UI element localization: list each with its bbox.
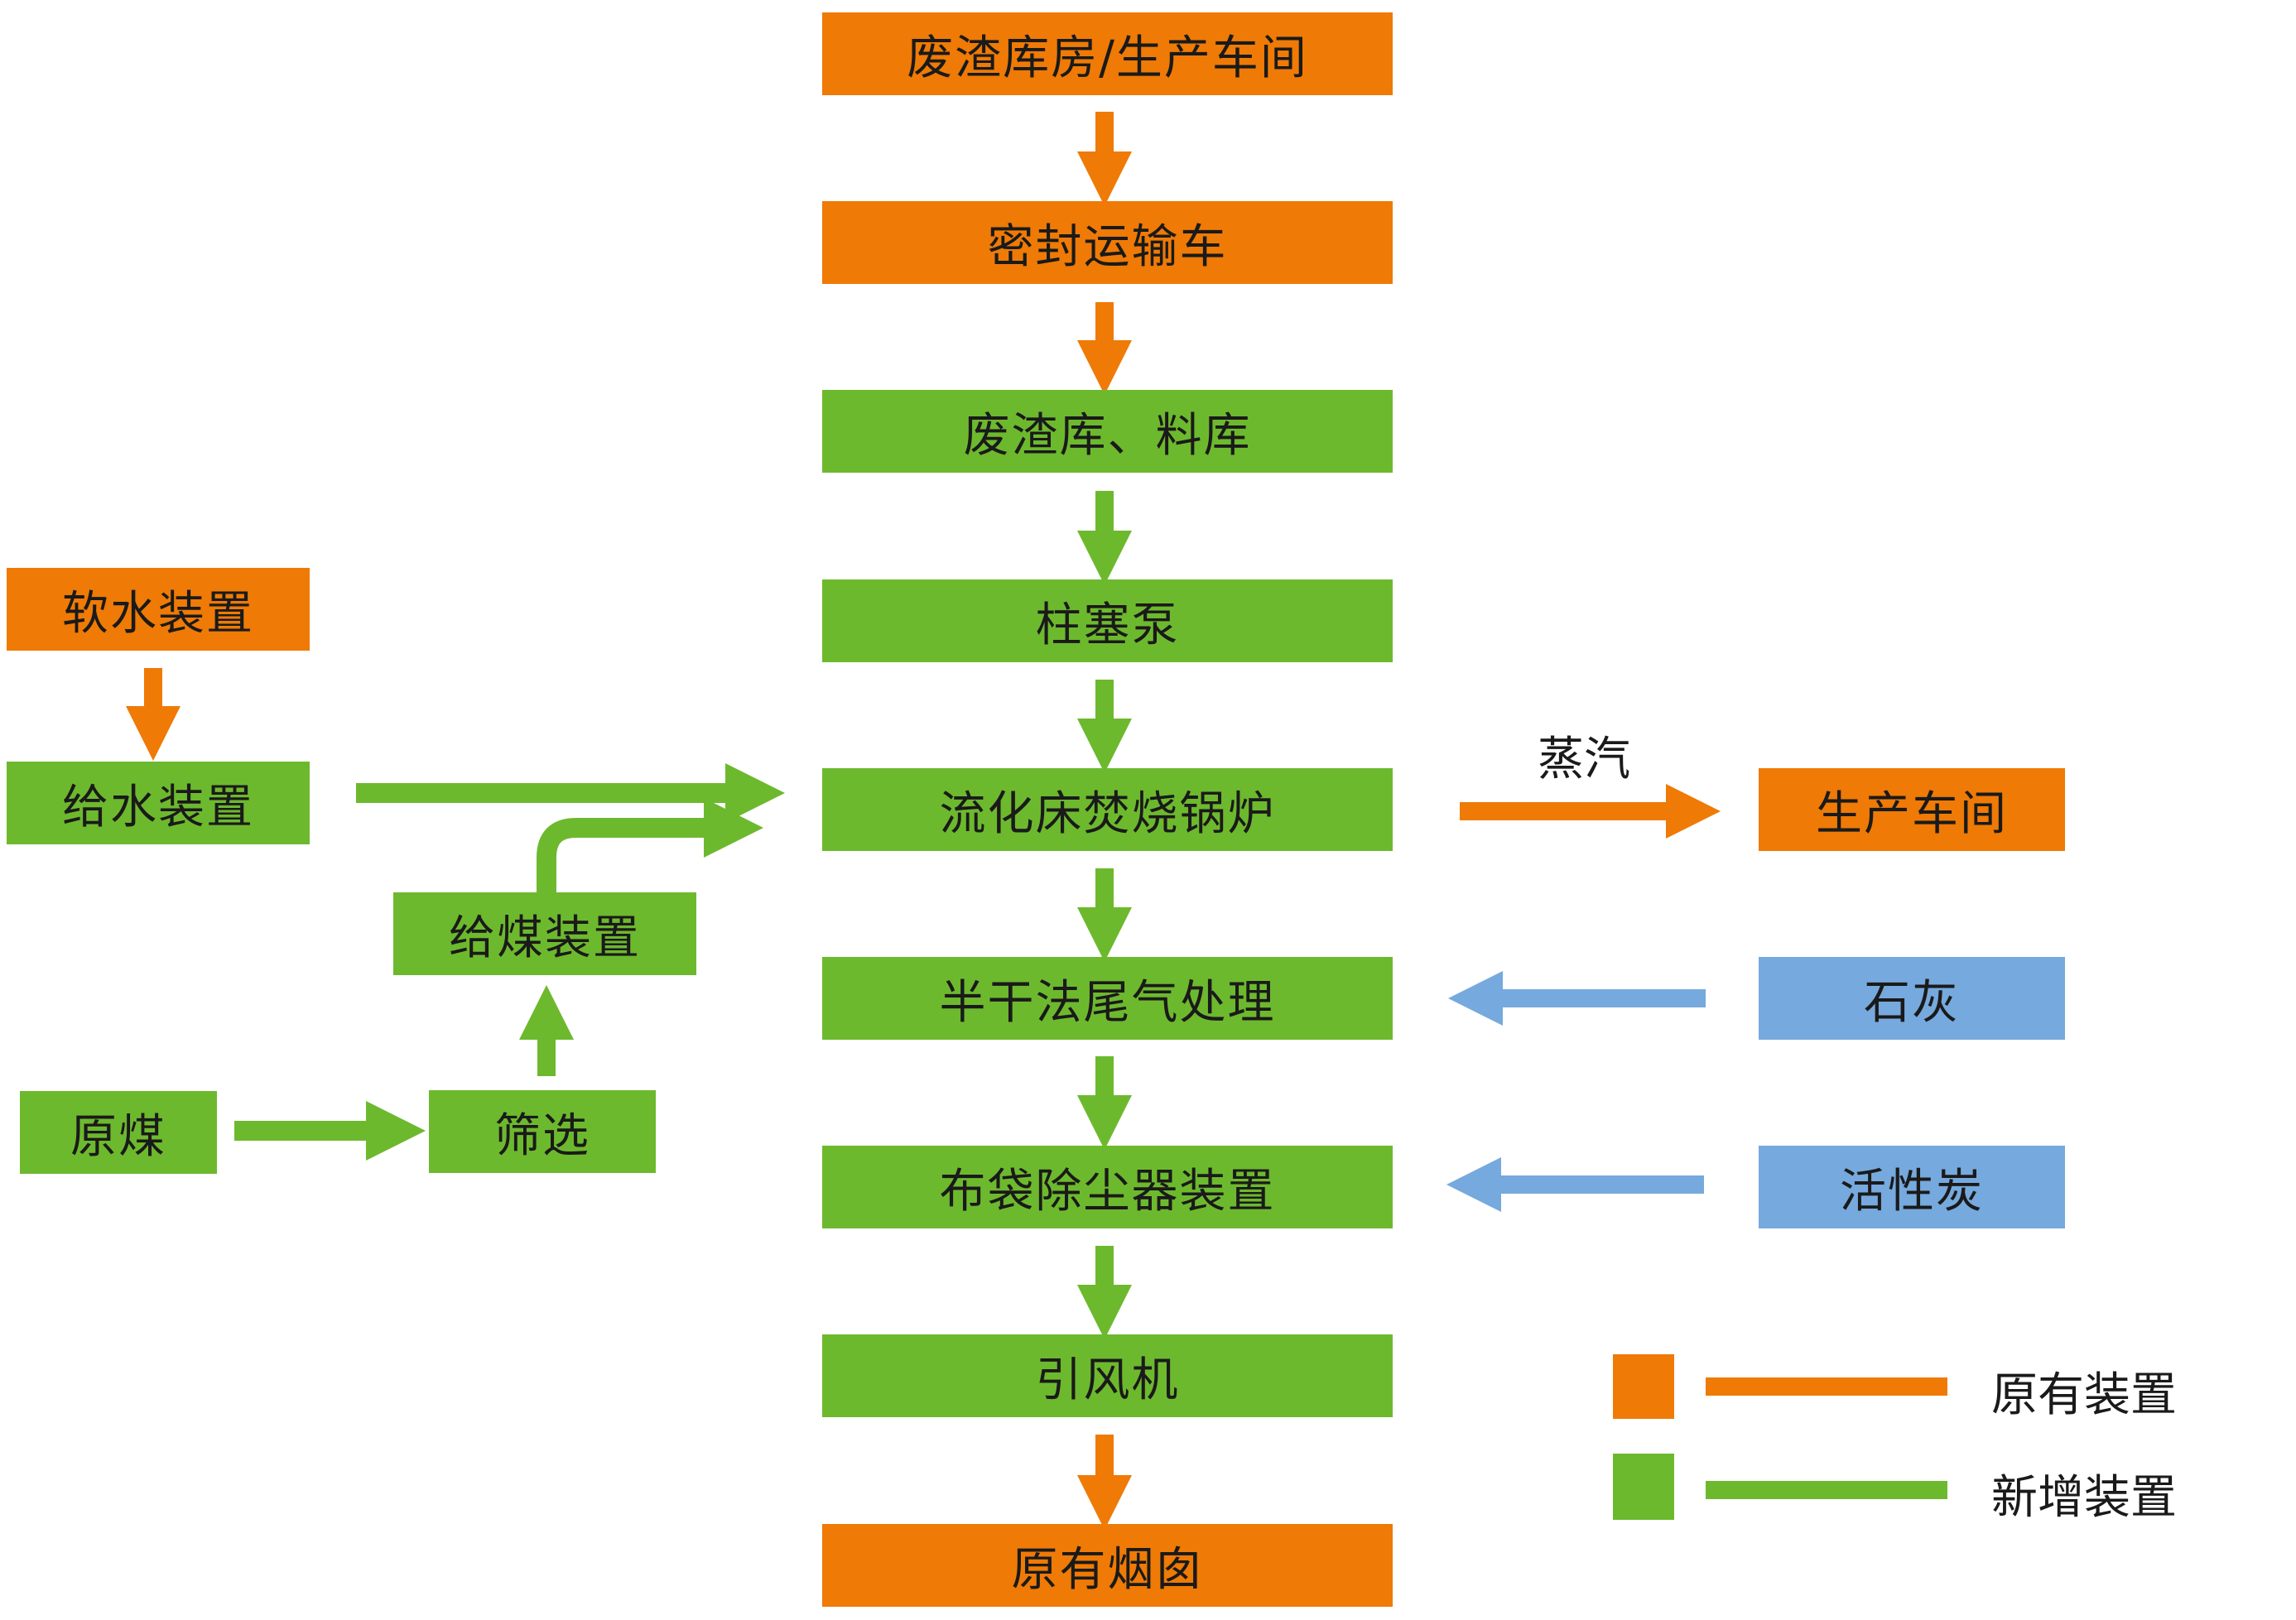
legend-new-swatch xyxy=(1613,1454,1674,1520)
soft-water-box: 软水装置 xyxy=(7,568,310,651)
legend-existing-label: 原有装置 xyxy=(1991,1368,2177,1422)
sealed-truck-box: 密封运输车 xyxy=(822,201,1393,284)
steam-label: 蒸汽 xyxy=(1538,733,1630,786)
raw-coal-box: 原煤 xyxy=(20,1091,217,1174)
activated-carbon-box: 活性炭 xyxy=(1759,1146,2065,1228)
induced-fan-box: 引风机 xyxy=(822,1334,1393,1417)
workshop-box: 生产车间 xyxy=(1759,768,2065,851)
arrow-coalfeed-to-boiler xyxy=(537,798,763,894)
legend-new-label: 新增装置 xyxy=(1991,1471,2177,1525)
semi-dry-treatment-box: 半干法尾气处理 xyxy=(822,957,1393,1040)
waste-store-box: 废渣库、料库 xyxy=(822,390,1393,473)
coal-feed-box: 给煤装置 xyxy=(393,892,696,975)
bag-filter-box: 布袋除尘器装置 xyxy=(822,1146,1393,1228)
lime-box: 石灰 xyxy=(1759,957,2065,1040)
legend-existing-swatch xyxy=(1613,1354,1674,1419)
boiler-box: 流化床焚烧锅炉 xyxy=(822,768,1393,851)
plunger-pump-box: 柱塞泵 xyxy=(822,579,1393,662)
waste-warehouse-box: 废渣库房/生产车间 xyxy=(822,12,1393,95)
chimney-box: 原有烟囱 xyxy=(822,1524,1393,1607)
screening-box: 筛选 xyxy=(429,1090,656,1173)
feed-water-box: 给水装置 xyxy=(7,762,310,844)
